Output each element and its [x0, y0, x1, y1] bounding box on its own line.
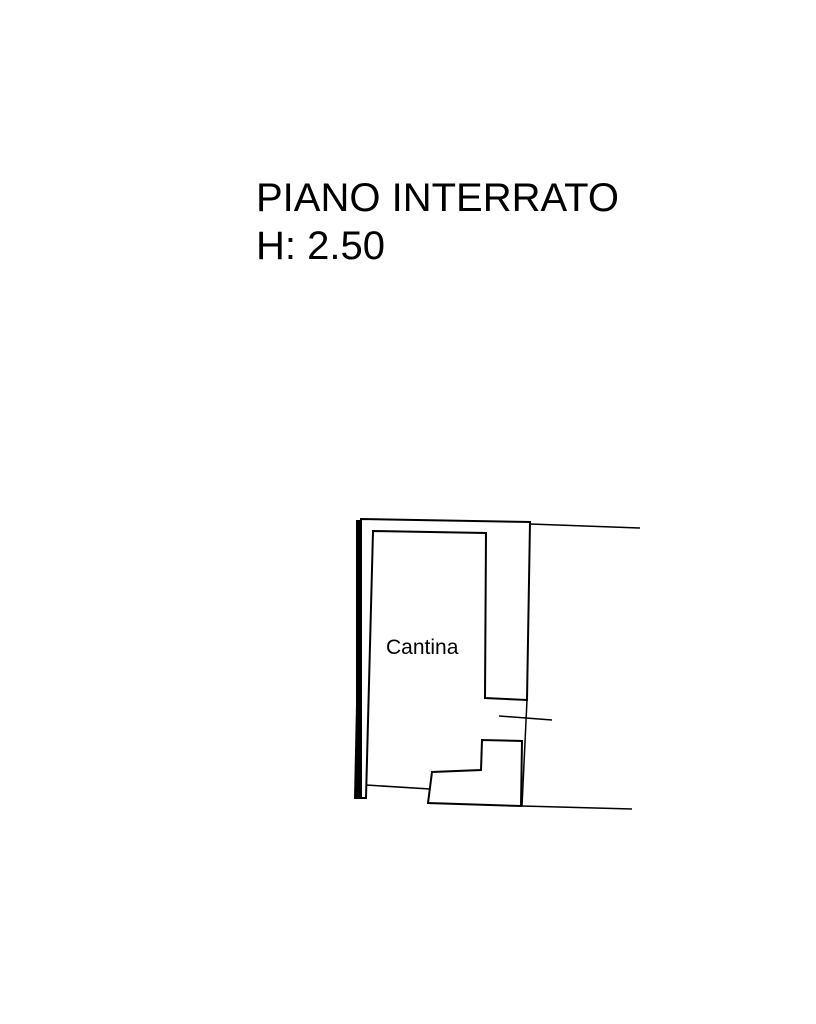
opening-mark-line — [498, 715, 553, 721]
wall-infill-left — [356, 520, 362, 798]
wall-infill — [356, 520, 362, 798]
top-boundary-line — [529, 523, 641, 529]
bottom-boundary-line — [521, 805, 633, 810]
stair-block — [426, 738, 524, 808]
title-block: PIANO INTERRATO H: 2.50 — [256, 174, 619, 270]
floor-title: PIANO INTERRATO — [256, 176, 620, 220]
partition-lines — [365, 523, 641, 810]
room-label-cantina: Cantina — [386, 636, 459, 659]
stair-outline — [426, 738, 524, 808]
bottom-wall-left-line — [365, 784, 431, 790]
floor-height: H: 2.50 — [256, 224, 385, 268]
